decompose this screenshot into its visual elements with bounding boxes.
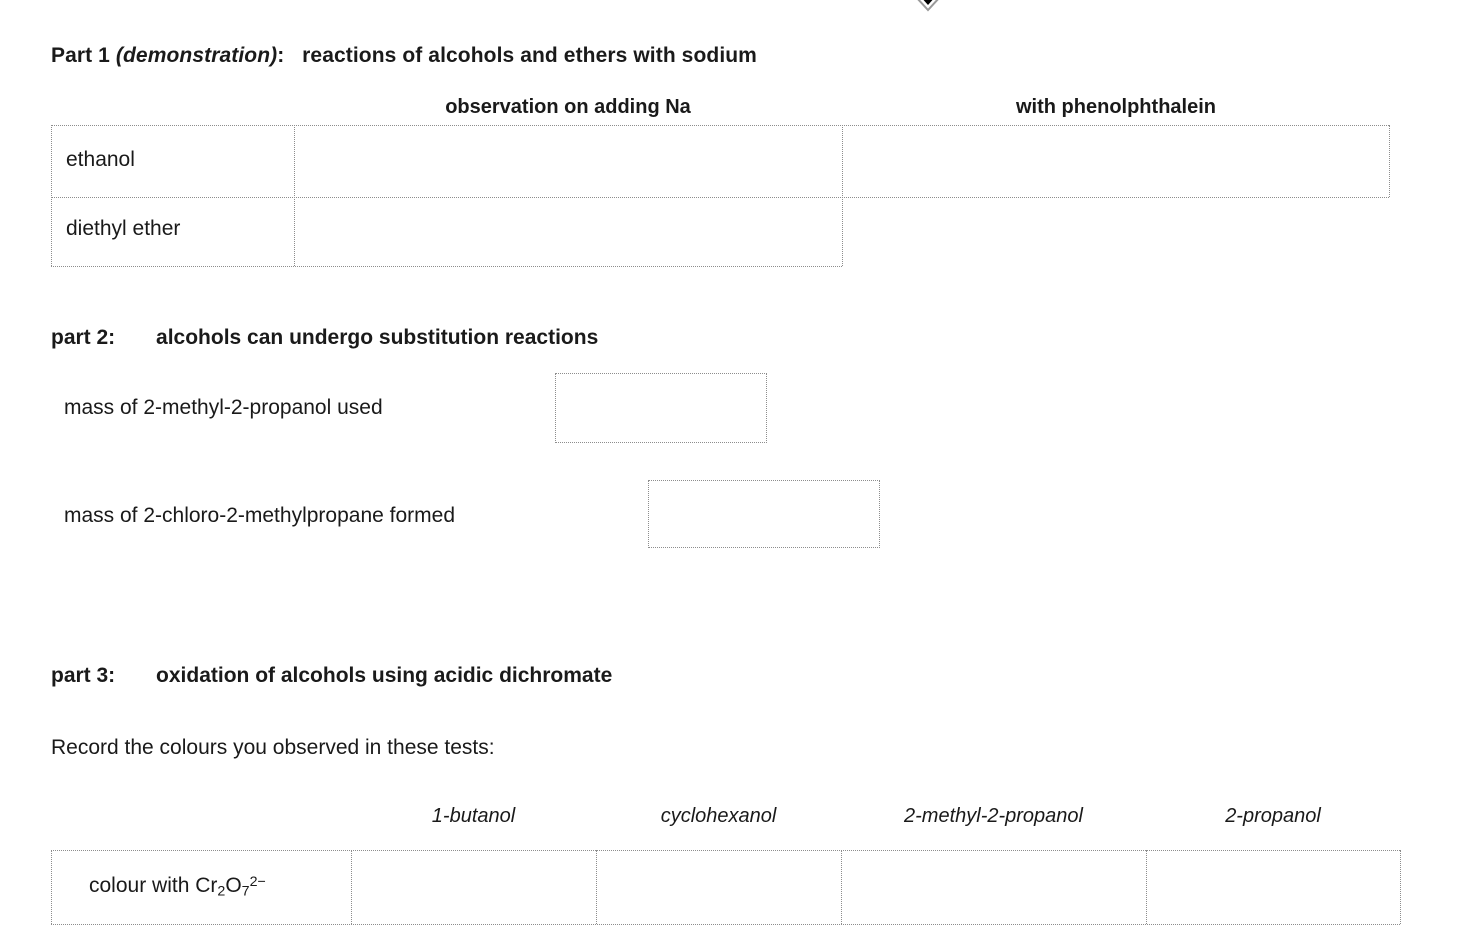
part3-cell-2-propanol[interactable] xyxy=(1147,851,1399,923)
part3-grid-line-col3 xyxy=(841,850,842,924)
part1-grid-line-col2 xyxy=(842,125,843,266)
part2-title: alcohols can undergo substitution reacti… xyxy=(156,326,599,349)
part1-grid-line-right xyxy=(1389,125,1390,197)
part2-field-label-mass-2-chloro-2-methylpropane: mass of 2-chloro-2-methylpropane formed xyxy=(64,504,456,527)
part3-grid-line-left xyxy=(51,850,52,924)
part1-column-header-observation: observation on adding Na xyxy=(445,96,691,118)
part3-cell-2-methyl-2-propanol[interactable] xyxy=(842,851,1145,923)
part2-input-mass-2-methyl-2-propanol[interactable] xyxy=(555,373,767,443)
part3-column-header-2-propanol: 2-propanol xyxy=(1225,805,1321,827)
part3-cell-cyclohexanol[interactable] xyxy=(597,851,840,923)
part1-heading: Part 1 (demonstration): reactions of alc… xyxy=(51,44,757,68)
part1-grid-line-col1 xyxy=(294,125,295,266)
part3-row-label-prefix: colour with Cr xyxy=(89,874,218,897)
part3-row-label-mid: O xyxy=(225,874,242,897)
part3-grid-line-col2 xyxy=(596,850,597,924)
part3-column-header-1-butanol: 1-butanol xyxy=(431,805,516,827)
part1-colon: : xyxy=(277,44,285,67)
part1-grid-line-bottom xyxy=(51,266,842,267)
part3-column-header-cyclohexanol: cyclohexanol xyxy=(660,805,777,827)
part2-heading: part 2: alcohols can undergo substitutio… xyxy=(51,326,598,350)
part1-column-header-phenolphthalein: with phenolphthalein xyxy=(1016,96,1216,118)
part1-cell-diethyl-ether-observation[interactable] xyxy=(295,198,841,265)
part1-cell-ethanol-phenolphthalein[interactable] xyxy=(843,126,1388,196)
part3-row-label-sub2: 7 xyxy=(241,883,250,900)
part1-grid-line-left xyxy=(51,125,52,266)
part3-grid-line-right xyxy=(1400,850,1401,924)
part1-row-label-ethanol: ethanol xyxy=(66,148,135,171)
part3-row-label-sub1: 2 xyxy=(217,883,226,900)
part3-grid-line-bottom xyxy=(51,924,1400,925)
part1-label: Part 1 xyxy=(51,44,110,67)
part3-instruction: Record the colours you observed in these… xyxy=(51,736,495,759)
part3-row-label-colour-with-dichromate: colour with Cr2O72− xyxy=(89,874,266,900)
part3-title: oxidation of alcohols using acidic dichr… xyxy=(156,664,613,687)
part3-grid-line-col1 xyxy=(351,850,352,924)
part1-cell-ethanol-observation[interactable] xyxy=(295,126,841,196)
part3-cell-1-butanol[interactable] xyxy=(352,851,595,923)
part1-row-label-diethyl-ether: diethyl ether xyxy=(66,217,181,240)
part3-label: part 3: xyxy=(51,664,116,687)
part1-grid-line-top xyxy=(51,125,1389,126)
part1-grid-line-middle xyxy=(51,197,1389,198)
part3-row-label-charge: 2− xyxy=(249,874,266,891)
part1-title: reactions of alcohols and ethers with so… xyxy=(302,44,757,67)
part2-input-mass-2-chloro-2-methylpropane[interactable] xyxy=(648,480,880,548)
part3-column-header-2-methyl-2-propanol: 2-methyl-2-propanol xyxy=(904,805,1083,827)
part1-qualifier: (demonstration) xyxy=(115,44,278,67)
part3-grid-line-top xyxy=(51,850,1400,851)
part2-label: part 2: xyxy=(51,326,116,349)
down-arrow-cursor-icon xyxy=(911,0,945,13)
part2-field-label-mass-2-methyl-2-propanol: mass of 2-methyl-2-propanol used xyxy=(64,396,383,419)
part3-heading: part 3: oxidation of alcohols using acid… xyxy=(51,664,612,688)
part3-grid-line-col4 xyxy=(1146,850,1147,924)
